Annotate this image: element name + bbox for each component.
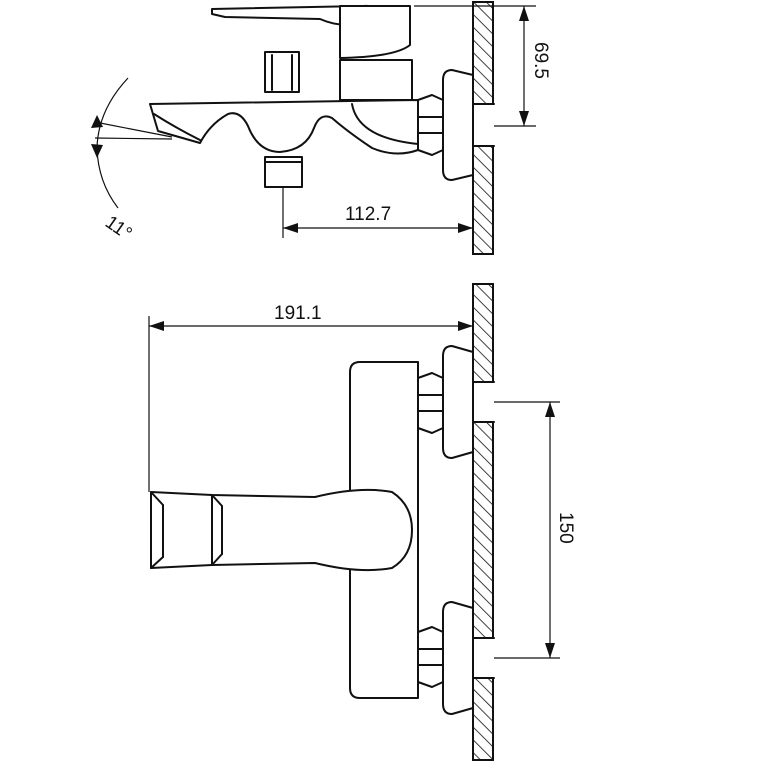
front-view: 191.1 150 <box>148 283 576 761</box>
dimension-height-top: 69.5 <box>530 42 551 79</box>
side-cartridge-body <box>339 5 411 59</box>
dimension-spout-angle: 11° <box>101 212 135 245</box>
dimension-overall-width: 191.1 <box>274 303 322 324</box>
front-upper-nut <box>417 372 444 434</box>
side-collar <box>339 59 413 101</box>
front-lower-flange <box>442 601 474 715</box>
side-wall-bore <box>472 104 494 146</box>
front-spout <box>150 488 413 572</box>
side-hex-nut <box>417 94 444 156</box>
front-lower-nut <box>417 626 444 688</box>
angle-arc <box>96 77 129 209</box>
front-upper-flange <box>442 345 474 459</box>
side-flange <box>442 69 474 181</box>
side-diverter-knob <box>264 51 300 93</box>
angle-ref-line-1 <box>94 121 173 138</box>
side-view: 11° 69.5 112.7 <box>91 1 551 255</box>
angle-ref-line-2 <box>94 137 173 140</box>
dimension-projection-side: 112.7 <box>345 204 391 225</box>
side-spout-body <box>149 99 419 155</box>
front-wall <box>472 283 494 761</box>
dimension-inlet-spacing: 150 <box>555 512 576 544</box>
